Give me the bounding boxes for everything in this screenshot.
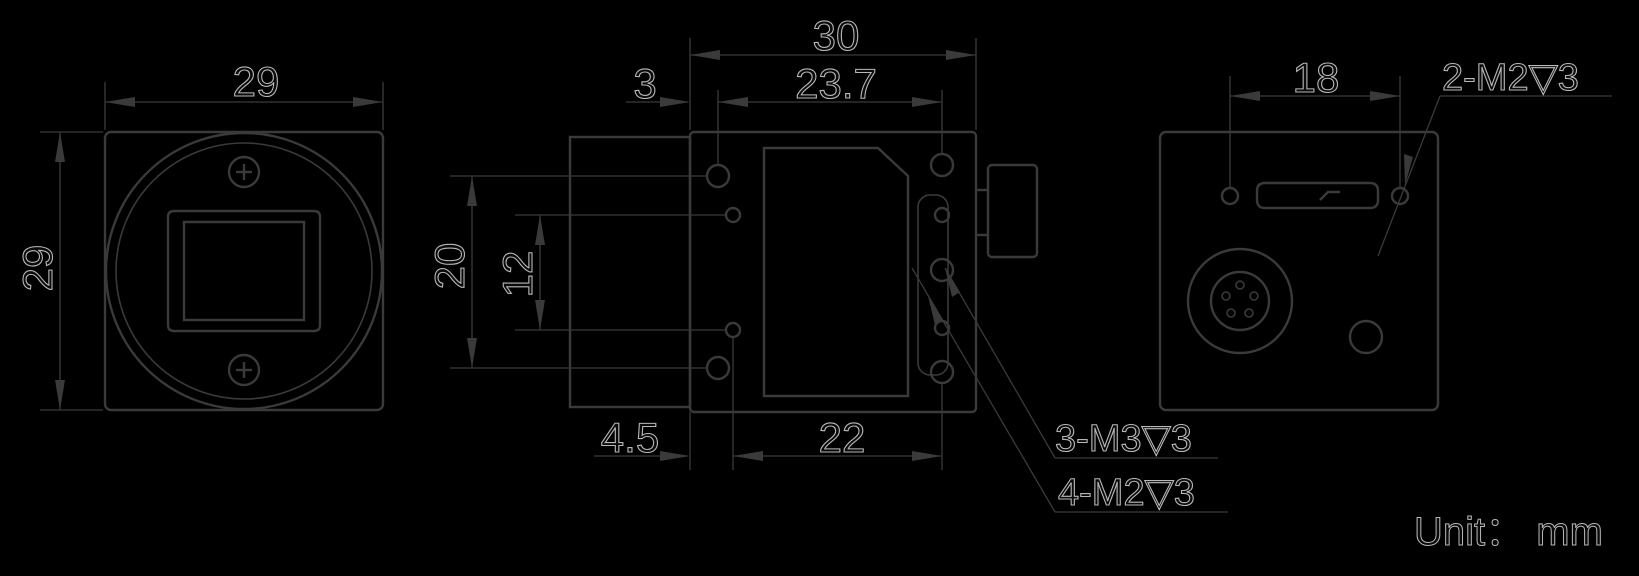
io-connector-inner [1209,270,1271,332]
side-rear-hole-5 [929,359,955,385]
lens-mount-outer-ring [104,131,384,411]
front-offset-label: 3 [633,60,656,107]
rear-view: 18 2-M2▽3 [1158,53,1612,412]
bottom-offset-dimension: 4.5 [594,412,691,470]
sensor-window [166,209,322,333]
rear-hole-spacing-label: 18 [1293,54,1340,101]
side-rear-hole-2 [933,206,951,224]
lens-mount-side-outline [568,135,692,409]
io-connector-outer [1186,247,1294,355]
io-pin-2 [1249,291,1259,301]
status-led-hole [1348,319,1384,355]
inner-pitch-dimension: 12 [493,214,726,331]
io-pin-5 [1221,291,1231,301]
hole-span-dimension: 23.7 [717,59,943,165]
side-hole-upper-small [724,206,742,224]
rear-hole-spacing-dimension: 18 [1229,53,1401,188]
top-screw-icon [227,155,261,189]
outer-pitch-dimension: 20 [425,175,707,369]
front-offset-dimension: 3 [626,59,690,108]
side-label-panel [762,146,910,398]
rear-connector-outline [986,163,1039,259]
rear-hole-right [1390,186,1410,206]
io-pin-3 [1244,308,1254,318]
front-width-dimension: 29 [104,57,384,130]
overall-length-label: 30 [813,12,860,59]
front-height-dimension: 29 [13,131,103,411]
side-rear-hole-1 [929,152,955,178]
overall-length-dimension: 30 [689,11,977,130]
m3-callout-label: 3-M3▽3 [1055,418,1192,460]
side-body-outline [688,130,978,414]
io-pin-1 [1235,280,1245,290]
m2-side-callout-label: 4-M2▽3 [1058,472,1195,514]
hole-span-label: 23.7 [795,60,877,107]
bottom-span-dimension: 22 [732,338,943,470]
side-rear-hole-4 [933,319,951,337]
m2-side-callout-leader: 4-M2▽3 [911,267,1228,515]
m2-rear-callout-label: 2-M2▽3 [1442,57,1579,99]
front-height-label: 29 [14,245,61,292]
rear-hole-left [1220,186,1240,206]
m3-callout-leader: 3-M3▽3 [944,267,1218,461]
m2-rear-callout-leader: 2-M2▽3 [1377,56,1612,257]
side-hole-lower-small [724,321,742,339]
side-view: 30 3 23.7 20 [425,11,1228,515]
unit-label: Unit： mm [1414,510,1603,554]
side-hole-top [705,163,731,189]
outer-pitch-label: 20 [426,243,473,290]
bottom-span-label: 22 [819,414,866,461]
io-pin-4 [1226,308,1236,318]
front-width-label: 29 [233,58,280,105]
side-rear-hole-3 [929,257,955,283]
rear-panel-profile [917,194,949,376]
front-view: 29 29 [13,57,385,412]
usb-port-icon [1255,181,1380,210]
bottom-offset-label: 4.5 [601,414,659,461]
rear-body-outline [1158,130,1440,412]
inner-pitch-label: 12 [494,251,541,298]
side-hole-bottom [705,355,731,381]
lens-mount-inner-ring [115,142,373,400]
bottom-screw-icon [227,353,261,387]
